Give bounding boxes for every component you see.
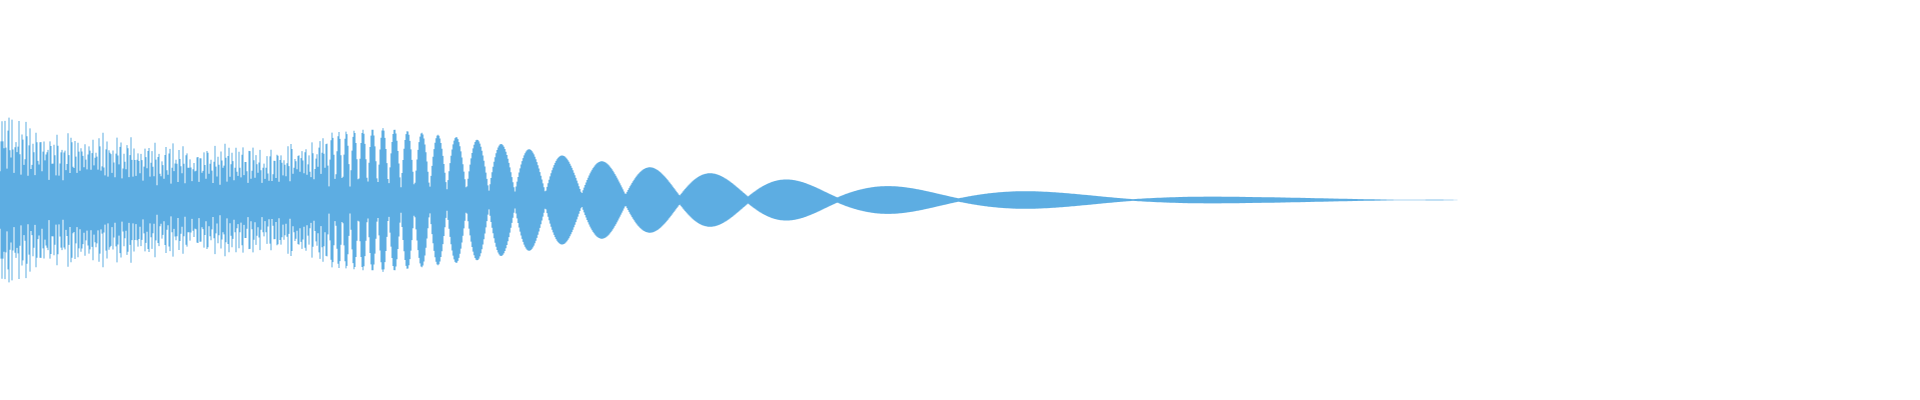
waveform-lines [0,117,1458,283]
waveform-path [0,117,1458,283]
